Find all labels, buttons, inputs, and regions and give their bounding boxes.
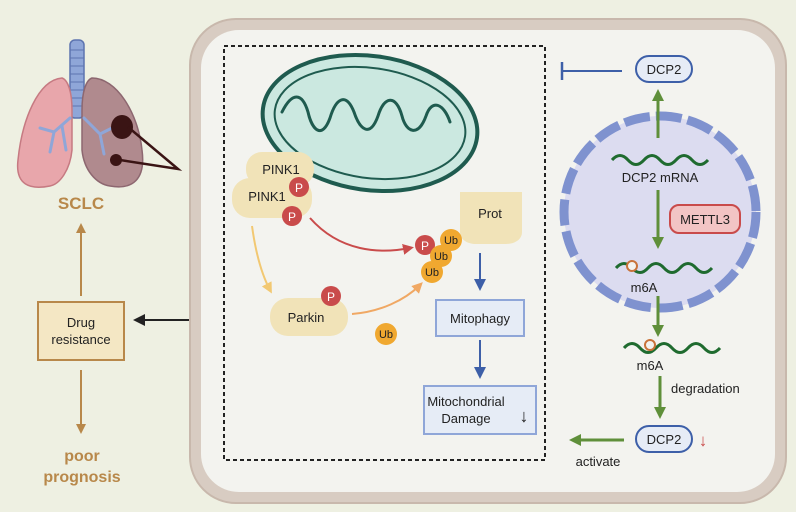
- mitochondria-region: [223, 45, 546, 461]
- mettl3-box: [669, 204, 741, 234]
- m6a-mark-outside: [644, 339, 656, 351]
- activate-label: activate: [576, 454, 621, 469]
- prot-shape: [460, 192, 522, 244]
- dcp2-bottom-label: DCP2: [647, 432, 682, 447]
- mitochondrion-icon: [260, 52, 480, 194]
- pink1-top-label: PINK1: [262, 162, 300, 177]
- ub-circle-3: [421, 261, 443, 283]
- mitophagy-box: [435, 299, 525, 337]
- dcp2-top-pill: [635, 55, 693, 83]
- pink1-bottom-label: PINK1: [248, 189, 286, 204]
- dcp2-top-label: DCP2: [647, 62, 682, 77]
- drug-resistance-box: [37, 301, 125, 361]
- prot-label: Prot: [478, 206, 502, 221]
- poor-prognosis-line2: prognosis: [43, 469, 120, 486]
- phospho-circle-parkin: [321, 286, 341, 306]
- phospho-label-pink1-b: P: [288, 210, 296, 224]
- mitophagy-label: Mitophagy: [450, 311, 510, 326]
- mitochondrial-damage-box: [423, 385, 537, 435]
- m6a-outside-label: m6A: [637, 358, 664, 373]
- damage-label-line2: Damage: [441, 411, 490, 426]
- sclc-label: SCLC: [58, 194, 104, 213]
- ub-label-free: Ub: [379, 329, 393, 341]
- nucleus-icon: [559, 111, 761, 313]
- ub-label-3: Ub: [425, 267, 439, 279]
- phospho-label-pink1-a: P: [295, 181, 303, 195]
- phospho-circle-pink1-b: [282, 206, 302, 226]
- lungs-icon: [16, 39, 183, 188]
- arrow-pink1-to-ub: [309, 217, 414, 255]
- dcp2-down-arrow: ↓: [699, 431, 708, 450]
- degradation-label: degradation: [671, 381, 740, 396]
- dcp2-mrna-wave: [610, 154, 710, 166]
- phospho-circle-pink1-a: [289, 177, 309, 197]
- damage-down-arrow: ↓: [520, 406, 529, 426]
- ub-label-1: Ub: [444, 235, 458, 247]
- dcp2-bottom-pill: [635, 425, 693, 453]
- phospho-circle-ub: [415, 235, 435, 255]
- ub-circle-2: [430, 245, 452, 267]
- drug-resistance-label-line2: resistance: [51, 332, 110, 347]
- parkin-label: Parkin: [288, 310, 325, 325]
- mettl3-label: METTL3: [680, 212, 730, 227]
- parkin-shape: [270, 298, 348, 336]
- m6a-inside-label: m6A: [631, 280, 658, 295]
- dcp2-mrna-label: DCP2 mRNA: [622, 170, 699, 185]
- ub-circle-free: [375, 323, 397, 345]
- m6a-mark-inside: [626, 260, 638, 272]
- phospho-label-parkin: P: [327, 290, 335, 304]
- damage-label-line1: Mitochondrial: [427, 394, 504, 409]
- drug-resistance-label-line1: Drug: [67, 315, 95, 330]
- arrow-parkin-to-ub: [351, 282, 423, 315]
- ub-label-2: Ub: [434, 251, 448, 263]
- arrow-pink1-to-parkin: [251, 225, 272, 294]
- m6a-wave-outside: [622, 342, 722, 354]
- ub-circle-1: [440, 229, 462, 251]
- poor-prognosis-line1: poor: [64, 448, 100, 465]
- phospho-label-ub: P: [421, 239, 429, 253]
